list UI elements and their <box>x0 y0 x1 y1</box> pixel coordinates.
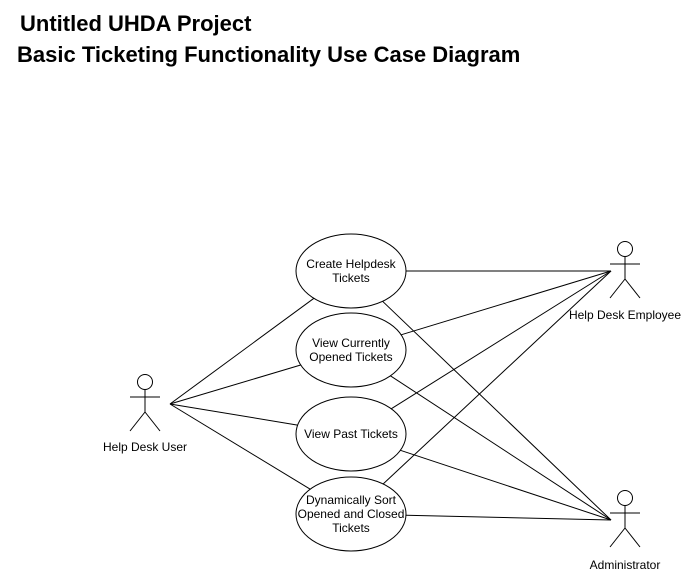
actor-label-administrator: Administrator <box>590 558 661 572</box>
association-administrator-view-open <box>390 375 612 521</box>
project-title: Untitled UHDA Project <box>20 11 252 36</box>
use-case-ellipse <box>295 233 407 309</box>
association-help-desk-employee-view-open <box>400 270 612 336</box>
diagram-title: Basic Ticketing Functionality Use Case D… <box>17 42 521 67</box>
use-case-ellipse <box>295 396 407 472</box>
association-help-desk-employee-sort <box>382 270 612 485</box>
actors: Help Desk User Help Desk EmployeeAdminist… <box>103 241 681 572</box>
association-help-desk-user-create <box>169 297 315 405</box>
actor-help-desk-user: Help Desk User <box>103 374 187 454</box>
association-help-desk-employee-view-past <box>390 270 612 410</box>
actor-right-leg <box>624 527 641 548</box>
use-case-label-line: Dynamically Sort <box>306 493 397 507</box>
association-help-desk-user-sort <box>169 403 311 490</box>
use-case-label-line: Create Helpdesk <box>306 257 396 271</box>
use-case-label-line: View Currently <box>312 336 390 350</box>
association-administrator-sort <box>405 514 612 521</box>
association-help-desk-user-view-past <box>169 403 298 426</box>
actor-head <box>137 374 153 390</box>
actor-right-leg <box>624 278 641 299</box>
actor-right-leg <box>144 411 161 432</box>
use-case-label-line: View Past Tickets <box>304 427 398 441</box>
use-case-view-past: View Past Tickets <box>295 396 407 472</box>
use-case-ellipse <box>295 312 407 388</box>
association-administrator-view-past <box>400 449 612 521</box>
actor-left-leg <box>609 278 626 299</box>
use-case-label-line: Tickets <box>332 521 370 535</box>
actor-left-leg <box>129 411 146 432</box>
association-help-desk-user-view-open <box>169 364 301 405</box>
actor-head <box>617 490 633 506</box>
association-lines <box>169 270 612 521</box>
actor-left-leg <box>609 527 626 548</box>
association-administrator-create <box>382 300 612 521</box>
use-case-label-line: Tickets <box>332 271 370 285</box>
actor-label-help-desk-employee: Help Desk Employee <box>569 308 681 322</box>
actor-administrator: Administrator <box>590 490 661 572</box>
use-case-ellipse <box>295 476 407 552</box>
use-case-label-line: Opened Tickets <box>309 350 392 364</box>
actor-label-help-desk-user: Help Desk User <box>103 440 187 454</box>
use-case-label-line: Opened and Closed <box>298 507 405 521</box>
actor-head <box>617 241 633 257</box>
actor-help-desk-employee: Help Desk Employee <box>569 241 681 322</box>
